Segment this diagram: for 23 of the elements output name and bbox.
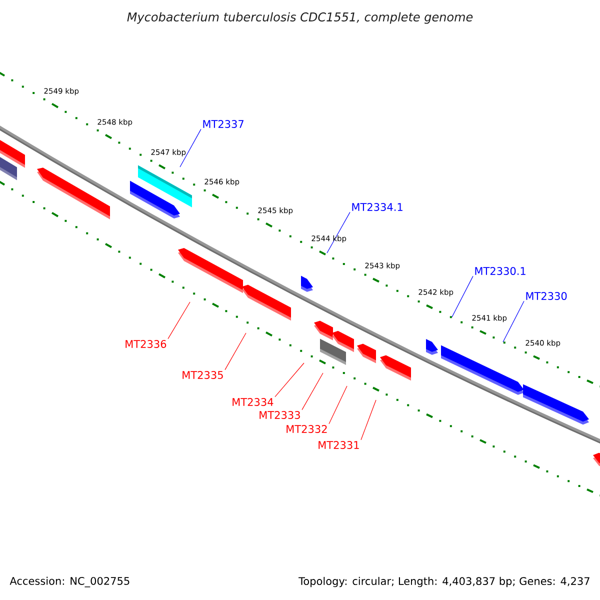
gene-label: MT2335 [182, 371, 223, 379]
leader-line [452, 276, 474, 318]
leader-line [326, 212, 350, 254]
leader-line [302, 372, 324, 410]
accession-text: Accession: NC_002755 [10, 576, 130, 588]
gene-label: MT2330 [526, 292, 567, 300]
leader-line [360, 400, 376, 440]
genome-info-text: Topology: circular; Length: 4,403,837 bp; Genes: 4,237 [298, 576, 590, 588]
chart-title: Mycobacterium tuberculosis CDC1551, complete genome [127, 12, 473, 24]
gene-label: MT2330.1 [475, 267, 526, 275]
gene-label: MT2334.1 [352, 203, 402, 211]
gene-label: MT2334 [232, 398, 274, 406]
gene-label: MT2331 [318, 441, 359, 449]
gene-label: MT2337 [203, 120, 244, 128]
leader-line [274, 362, 304, 398]
gene-label: MT2336 [126, 340, 166, 348]
leader-line [168, 302, 190, 340]
leader-line [224, 332, 246, 370]
leader-line [502, 300, 524, 342]
leader-line [328, 386, 348, 424]
gene-label: MT2332 [286, 425, 327, 433]
gene-label: MT2333 [260, 411, 300, 419]
leader-line [180, 128, 202, 168]
